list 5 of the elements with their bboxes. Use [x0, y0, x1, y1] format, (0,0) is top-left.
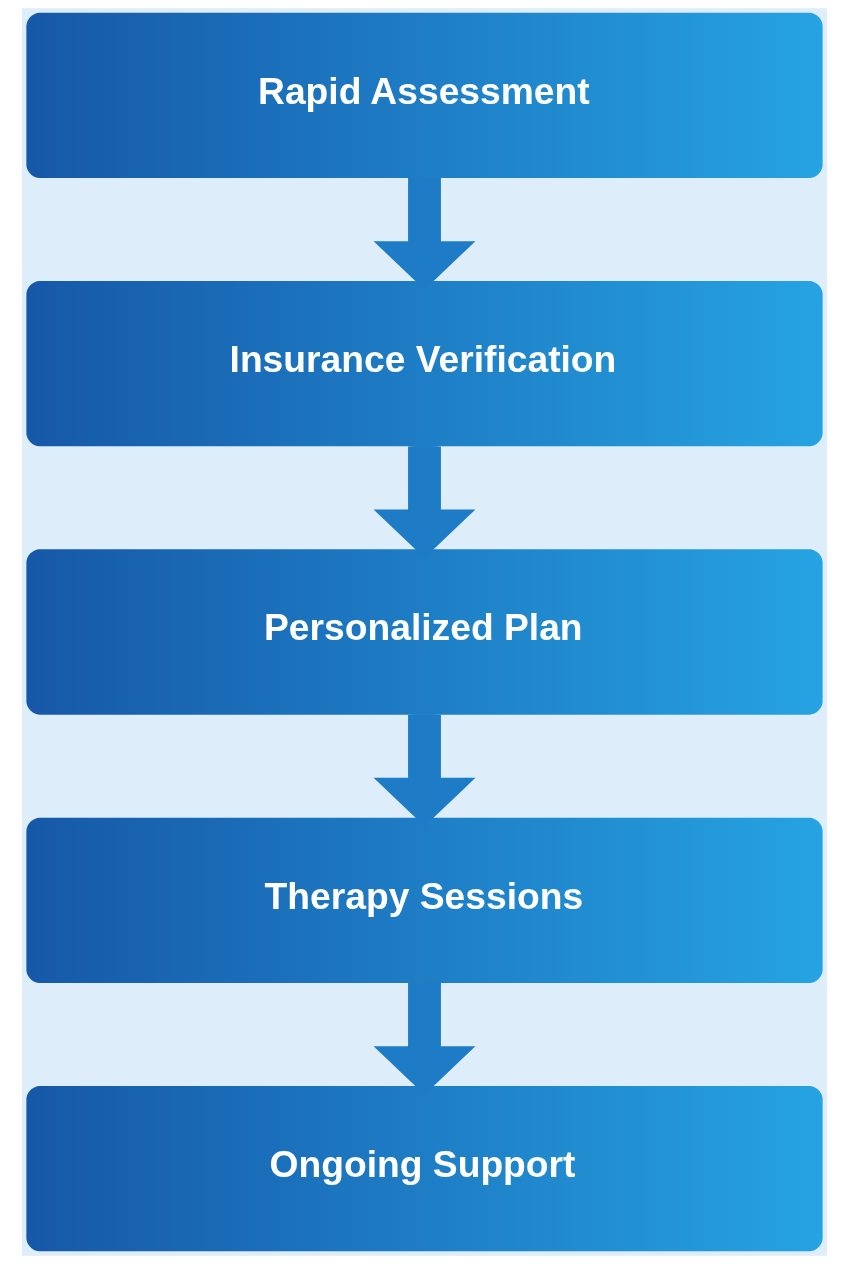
node-box: Rapid Assessment — [25, 12, 823, 178]
node-box: Insurance Verification — [25, 281, 823, 447]
node-box: Therapy Sessions — [25, 817, 823, 983]
node-box: Ongoing Support — [25, 1086, 823, 1252]
node-box: Personalized Plan — [25, 549, 823, 715]
